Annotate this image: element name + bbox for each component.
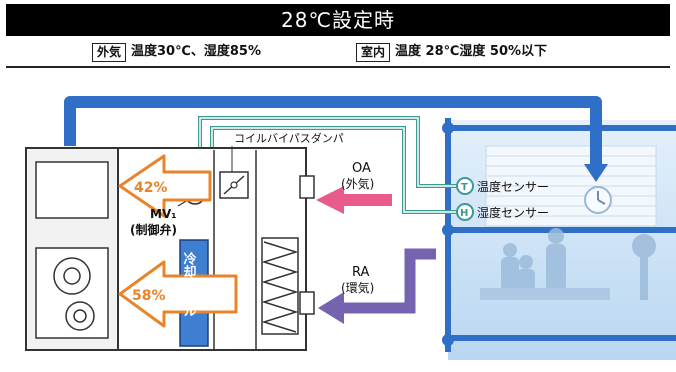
outdoor-condition: 外気 温度30℃、湿度85% (92, 40, 261, 64)
oa-sub-label: (外気) (341, 176, 374, 191)
temp-letter: T (461, 182, 468, 193)
outdoor-tag: 外気 (92, 42, 127, 62)
title-bar: 28℃設定時 (6, 4, 670, 36)
filter-icon (261, 237, 299, 335)
ra-duct (340, 248, 436, 314)
bypass-damper-icon (219, 171, 249, 199)
clock-icon (584, 186, 612, 214)
humidity-sensor-icon (456, 203, 474, 221)
bypass-percent: 42% (134, 180, 168, 196)
indoor-condition: 室内 温度 28℃湿度 50%以下 (356, 40, 547, 64)
temp-sensor-label: 温度センサー (477, 179, 549, 194)
bypass-airflow-arrow-icon (118, 154, 212, 218)
hum-letter: H (460, 208, 468, 219)
mv-label: MV₁ (150, 207, 176, 221)
supply-arrow-icon (584, 164, 608, 182)
ra-sub-label: (環気) (341, 280, 374, 295)
coil-airflow-arrow-icon (118, 260, 238, 328)
indoor-tag: 室内 (356, 42, 391, 62)
header-divider (6, 66, 670, 68)
coil-percent: 58% (132, 288, 166, 304)
fan-icon (35, 247, 109, 339)
ra-label: RA (352, 265, 370, 280)
oa-label: OA (352, 161, 371, 176)
temp-sensor-icon (456, 177, 474, 195)
mv-sub-label: (制御弁) (130, 222, 177, 237)
condition-row: 外気 温度30℃、湿度85% 室内 温度 28℃湿度 50%以下 (0, 40, 676, 64)
bypass-damper-label: コイルバイパスダンパ (234, 131, 344, 145)
ra-arrow-icon (318, 292, 344, 324)
outdoor-text: 温度30℃、湿度85% (131, 44, 261, 59)
hum-sensor-label: 湿度センサー (477, 205, 549, 220)
supply-duct (64, 96, 602, 166)
people-silhouettes-icon (480, 228, 656, 300)
oa-arrow-icon (316, 186, 392, 214)
room-illustration (442, 118, 676, 360)
air-handling-unit (25, 147, 315, 351)
page-title: 28℃設定時 (281, 8, 395, 32)
coil-label: 冷却コイル (181, 251, 197, 317)
indoor-text: 温度 28℃湿度 50%以下 (395, 44, 548, 59)
